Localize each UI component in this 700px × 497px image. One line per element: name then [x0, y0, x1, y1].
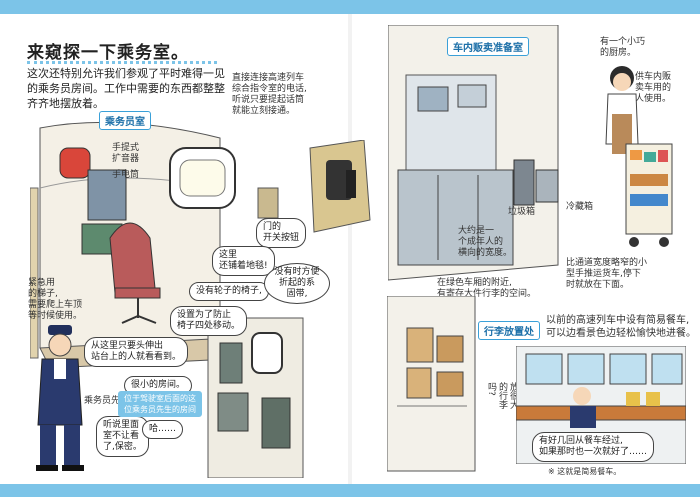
vendor-cart-illustration [598, 64, 678, 254]
label-megaphone: 手提式 扩音器 [112, 143, 140, 164]
luggage-space-illustration [387, 296, 487, 476]
title-underline [27, 61, 217, 64]
bubble-buffet: 有好几回从餐车经过, 如果那时也一次就好了…… [532, 432, 655, 462]
label-width: 大约是一 个成年人的 横向的宽度。 [458, 226, 513, 258]
bottom-color-band [0, 484, 700, 497]
bubble-door-switch: 门的 开关按钮 [256, 218, 307, 248]
label-cart-note: 比通道宽度略窄的小 型手推运货车,停下 时就放在下面。 [566, 258, 648, 290]
section-tag-luggage: 行李放置处 [478, 321, 540, 340]
label-phone-note: 直接连接高速列车 综合指令室的电话, 听说只要提起话筒 就能立刻接通。 [232, 73, 307, 116]
label-green-car: 在绿色车厢的附近, 有寄存大件行李的空间。 [437, 278, 537, 299]
label-kitchen: 有一个小巧 的厨房。 [600, 37, 646, 58]
section-tag-vendor-room: 车内贩卖准备室 [447, 37, 529, 56]
bubble-folding-straps: 没有时方便 折起的系 固带, [264, 263, 330, 304]
top-color-band [0, 0, 700, 14]
page-title: 来窥探一下乘务室。 [27, 43, 189, 63]
page-gutter [348, 14, 352, 484]
footnote: ※ 这就是简易餐车。 [548, 467, 622, 476]
bubble-no-wheels: 没有轮子的椅子, [189, 282, 269, 301]
label-flashlight: 手电筒 [112, 170, 140, 180]
bubble-window-note: 从这里只要头伸出 站台上的人就看看到。 [84, 337, 189, 367]
phone-panel-illustration [300, 140, 372, 240]
label-cart-user: 供车内贩 卖车用的 人使用。 [635, 72, 672, 104]
label-guard: 乘务员先生 [84, 396, 130, 406]
bubble-ha: 哈…… [142, 420, 184, 439]
section-tag-crew-room: 乘务员室 [99, 111, 151, 130]
intro-text: 这次还特别允许我们参观了平时难得一见的乘务员房间。工作中需要的东西都整整齐齐地摆… [27, 67, 225, 110]
label-ladder: 紧急用 的梯子, 需要爬上车顶 等时候使用。 [28, 278, 83, 321]
caption-driver-room: 位于驾驶室后面的这 位乘务员先生的房间 [118, 391, 202, 417]
label-fridge: 冷藏箱 [566, 202, 594, 212]
bubble-anti-move: 设置为了防止 椅子四处移动。 [170, 306, 248, 336]
bubble-floor-mat: 这里 还铺着地毯! [212, 246, 275, 276]
crew-room-illustration [30, 118, 348, 478]
conductor-illustration [30, 325, 90, 475]
label-bins: 垃圾箱 [508, 207, 536, 217]
bubble-secret: 听说里面 室不让看 了,保密。 [96, 416, 149, 457]
vendor-prep-room-illustration [388, 25, 568, 285]
label-old-dining-car: 以前的高速列车中设有简易餐车, 可以边看景色边轻松愉快地进餐。 [546, 315, 696, 339]
